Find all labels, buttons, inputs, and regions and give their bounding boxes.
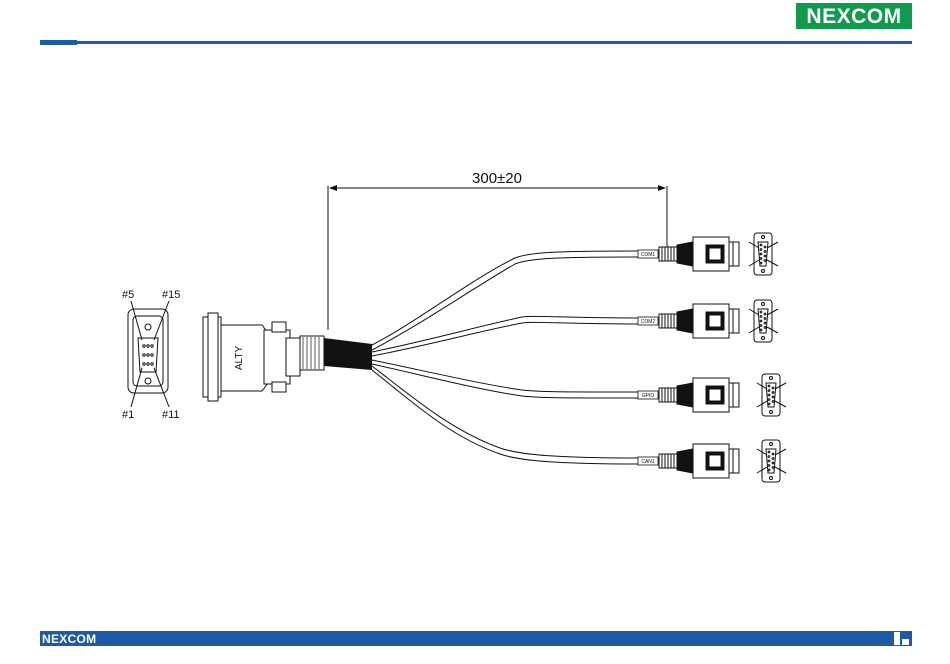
db9-connectors: [659, 237, 739, 478]
connector-marking: ALTY: [234, 346, 245, 371]
db9-face-4: [757, 440, 786, 482]
footer-logo: NEXCOM: [42, 631, 96, 646]
db9-connector-3: [659, 378, 739, 412]
db9-face-2: [749, 300, 778, 342]
db9-connector-1: [659, 237, 739, 271]
tag-label-gpio: GPIO: [642, 393, 655, 399]
pin-label-5: #5: [122, 289, 134, 301]
dimension-line: [328, 186, 667, 330]
db15-face-view: [128, 301, 169, 407]
footer-bar: [40, 631, 912, 646]
cables: [372, 251, 638, 464]
pin-label-1: #1: [122, 409, 134, 421]
db9-face-3: [757, 374, 786, 416]
pin-label-15: #15: [162, 289, 180, 301]
main-connector-side: [203, 313, 324, 401]
page-icon: [894, 632, 910, 645]
db9-face-1: [749, 233, 778, 275]
dimension-label: 300±20: [472, 170, 522, 187]
db9-connector-2: [659, 304, 739, 338]
tag-label-can1: CAN1: [641, 459, 655, 465]
heat-shrink: [324, 338, 372, 370]
pin-label-11: #11: [162, 409, 180, 421]
db9-face-views: [749, 233, 786, 482]
tag-label-com1: COM1: [641, 252, 656, 258]
tag-label-com2: COM2: [641, 319, 656, 325]
db9-connector-4: [659, 444, 739, 478]
